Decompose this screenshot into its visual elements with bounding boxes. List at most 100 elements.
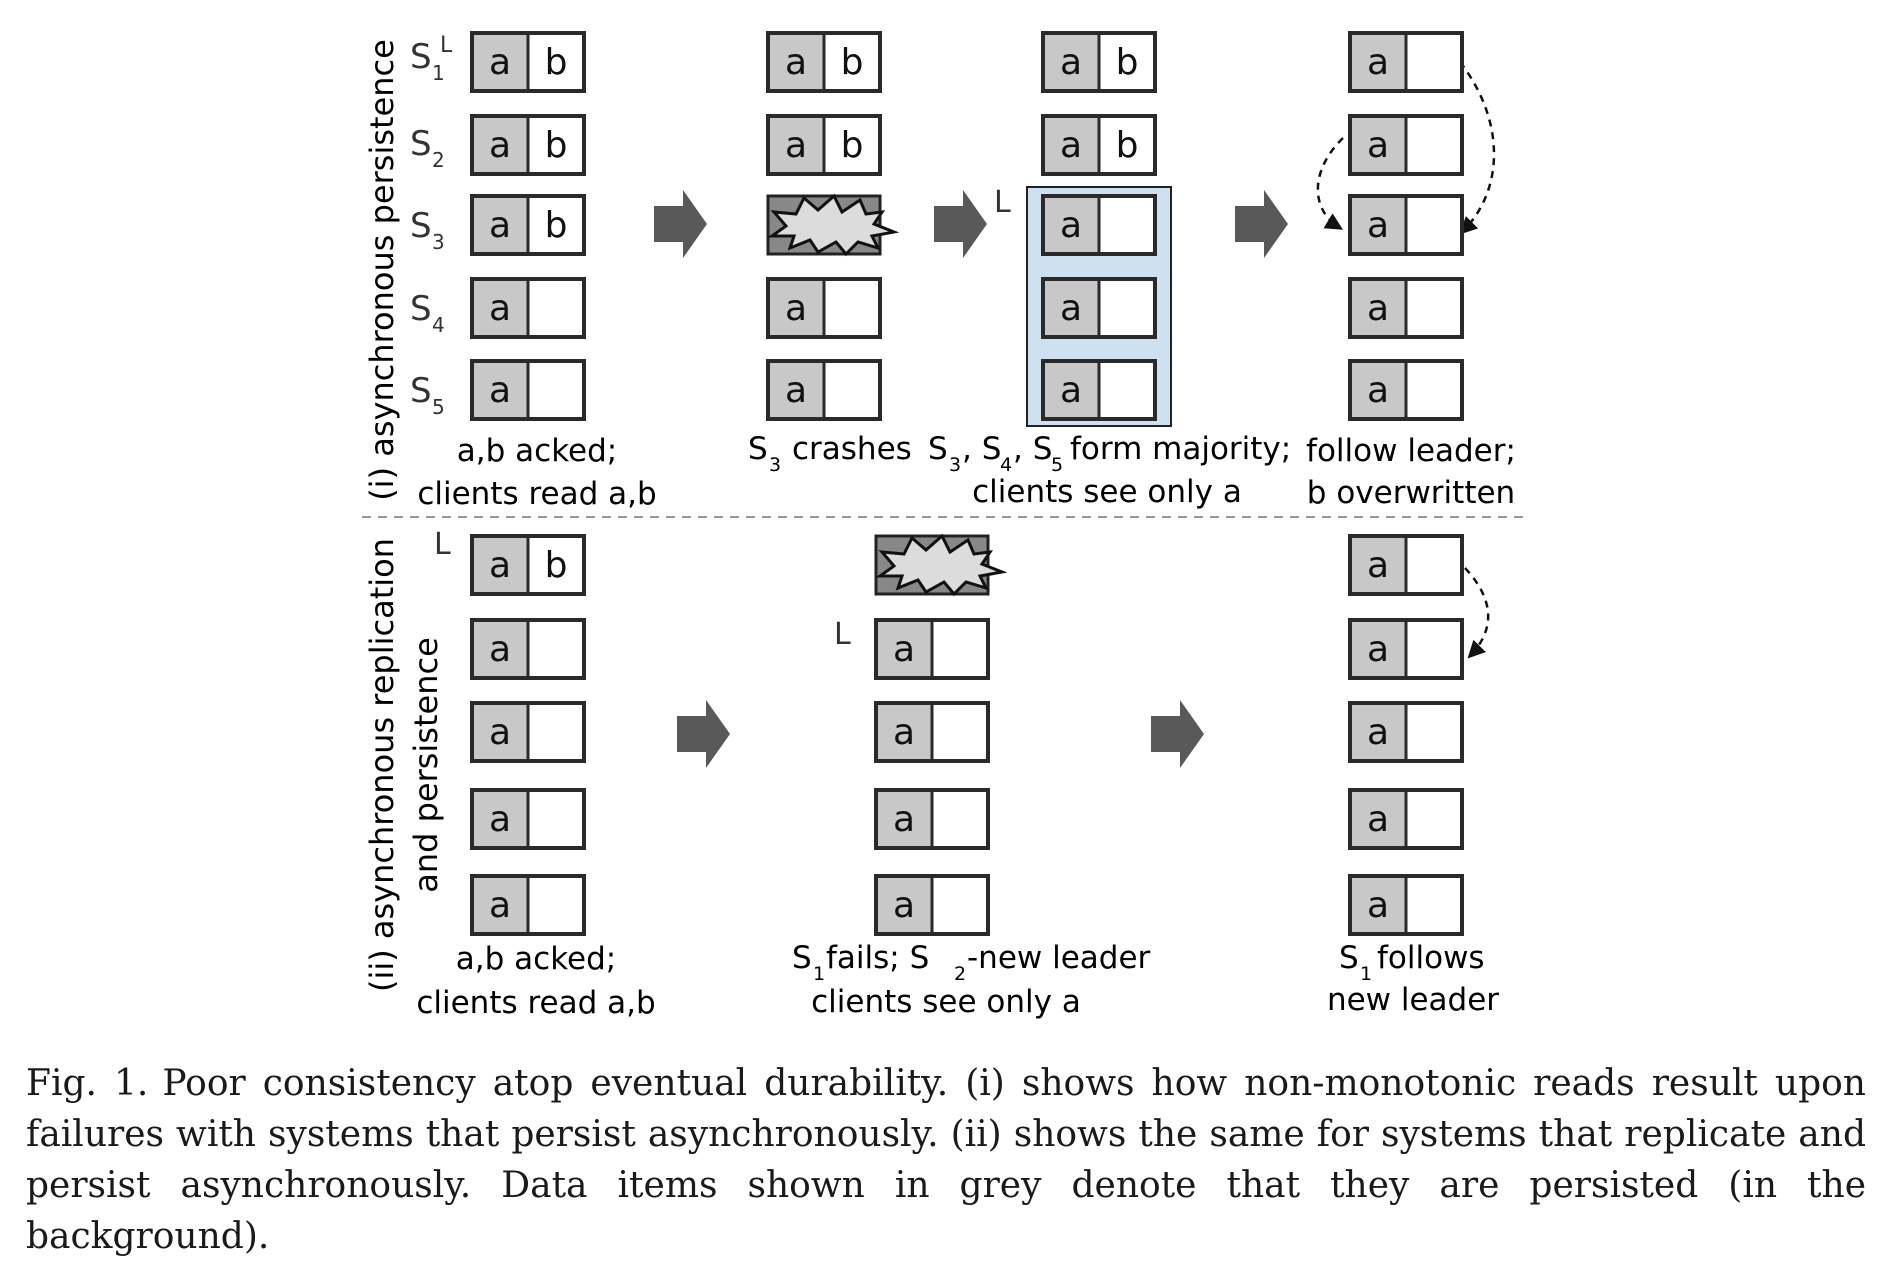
item-a-label: a [1060,288,1082,329]
server-log-cell: a [1041,194,1157,256]
follow-arrow-top-s1-s3 [1459,61,1496,235]
item-a-label: a [489,712,511,753]
svg-text:2: 2 [954,963,966,985]
slot-b [824,33,880,91]
item-b-label: b [545,205,568,246]
server-label-s4-digit: 4 [432,313,445,337]
follow-arrow-top-s2-s3 [1316,137,1344,230]
slot-b [1406,790,1462,848]
transition-arrow-bottom-2 [1151,700,1204,768]
slot-b [932,876,988,934]
slot-persisted-a [1043,116,1099,174]
slot-b [528,116,584,174]
slot-persisted-a [768,279,824,337]
slot-persisted-a [1350,620,1406,678]
svg-text:, S: , S [962,431,1001,467]
item-a-label: a [1367,885,1389,926]
server-log-cell: a [1041,359,1157,421]
slot-b [1406,876,1462,934]
item-a-label: a [785,370,807,411]
svg-text:S: S [1339,940,1359,976]
slot-persisted-a [1043,33,1099,91]
bottom-state2-caption-line2: clients see only a [811,984,1081,1020]
item-a-label: a [1367,125,1389,166]
svg-text:, S: , S [1013,431,1052,467]
svg-text:5: 5 [1051,454,1063,476]
slot-persisted-a [876,790,932,848]
slot-persisted-a [768,361,824,419]
svg-text:3: 3 [949,454,961,476]
top-state1-caption-line2: clients read a,b [417,476,656,512]
slot-b [1406,279,1462,337]
slot-persisted-a [1350,703,1406,761]
slot-b [528,876,584,934]
slot-persisted-a [472,33,528,91]
bottom-state1-caption-line2: clients read a,b [416,985,655,1021]
slot-persisted-a [472,790,528,848]
svg-text:1: 1 [1360,963,1372,985]
server-log-cell: a [766,359,882,421]
figure-caption: Fig. 1.Poor consistency atop eventual du… [26,1058,1866,1262]
slot-b [1406,196,1462,254]
item-b-label: b [545,545,568,586]
svg-text:S: S [410,124,432,164]
slot-persisted-a [472,279,528,337]
item-a-label: a [1367,545,1389,586]
slot-persisted-a [876,703,932,761]
svg-text:crashes: crashes [792,431,912,467]
slot-b [932,790,988,848]
slot-b [824,279,880,337]
top-state4-caption-line1: follow leader; [1306,433,1516,469]
server-label-s5-digit: 5 [432,395,445,419]
slot-persisted-a [472,620,528,678]
slot-persisted-a [1043,279,1099,337]
svg-text:S: S [410,206,432,246]
section-label-bottom-line1: (ii) asynchronous replication [363,538,401,992]
crash-icon-bottom [874,533,1008,597]
crash-burst-bottom [875,533,1008,597]
svg-text:S: S [410,289,432,329]
transition-arrow-top-3 [1235,190,1288,258]
slot-persisted-a [1350,33,1406,91]
server-label-s3-digit: 3 [432,230,445,254]
svg-text:S: S [928,431,948,467]
slot-persisted-a [1350,536,1406,594]
slot-b [1406,703,1462,761]
slot-persisted-a [1043,196,1099,254]
server-log-cell: a [1348,359,1464,421]
server-label-s1-digit: 1 [432,61,445,85]
item-a-label: a [893,885,915,926]
item-a-label: a [1060,125,1082,166]
durability-diagram: (i) asynchronous persistence (ii) asynch… [362,31,1530,1021]
slot-b [932,703,988,761]
item-a-label: a [489,545,511,586]
server-log-cell: a [1348,31,1464,93]
crash-icon-top [766,193,900,257]
slot-b [528,620,584,678]
slot-b [528,33,584,91]
item-a-label: a [1367,712,1389,753]
svg-text:fails; S: fails; S [826,940,929,976]
slot-persisted-a [768,33,824,91]
item-b-label: b [545,125,568,166]
server-log-cell: a [874,618,990,680]
section-label-top: (i) asynchronous persistence [363,39,401,501]
figure-caption-label: Fig. 1. [26,1063,149,1104]
slot-b [528,790,584,848]
transition-arrow-top-2 [934,190,987,258]
leader-marker-s1: L [440,33,453,58]
svg-text:3: 3 [769,454,781,476]
item-a-label: a [893,712,915,753]
top-state3-caption-line1: S 3 , S 4 , S 5 form majority; [928,431,1291,476]
top-state1-caption-line1: a,b acked; [457,433,617,469]
item-a-label: a [1060,42,1082,83]
item-a-label: a [1367,42,1389,83]
item-a-label: a [893,799,915,840]
item-a-label: a [489,205,511,246]
slot-b [1406,620,1462,678]
